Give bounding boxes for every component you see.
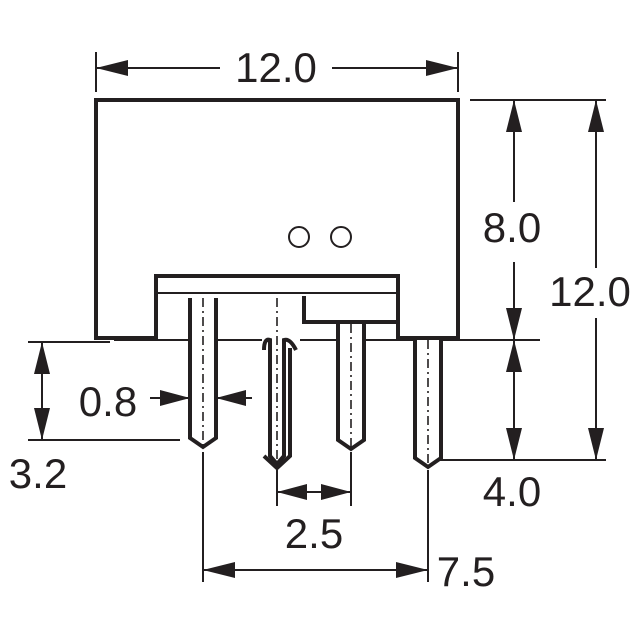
body-outline (94, 98, 460, 340)
dim-overall-height: 12.0 (440, 100, 631, 461)
label-standoff: 3.2 (9, 450, 67, 497)
component-body (94, 98, 460, 341)
pin-4 (413, 340, 443, 470)
body-inner-step (302, 296, 398, 324)
pin-3 (336, 324, 366, 452)
dim-standoff: 3.2 (9, 341, 180, 497)
label-overall-width: 12.0 (235, 44, 317, 91)
label-pin-pitch: 2.5 (285, 510, 343, 557)
label-pin-length: 4.0 (483, 468, 541, 515)
label-body-height: 8.0 (483, 204, 541, 251)
dim-pin-pitch: 2.5 (276, 452, 352, 557)
label-pin-diameter: 0.8 (79, 378, 137, 425)
dim-overall-width: 12.0 (95, 44, 459, 92)
marking-dot-left (288, 226, 310, 248)
label-overall-height: 12.0 (549, 268, 631, 315)
label-pin-span: 7.5 (437, 548, 495, 595)
pin-1 (188, 298, 218, 450)
dim-pin-diameter: 0.8 (79, 378, 252, 425)
dim-pin-span: 7.5 (202, 452, 495, 595)
dim-body-height: 8.0 (440, 99, 606, 341)
pin-2 (262, 298, 298, 471)
marking-dot-right (330, 226, 352, 248)
dim-pin-length: 4.0 (483, 340, 541, 515)
